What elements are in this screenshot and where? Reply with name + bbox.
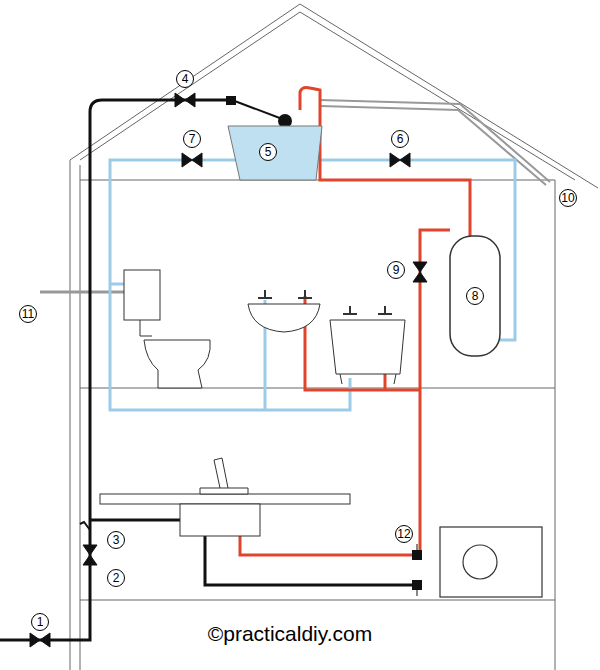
gate-valve xyxy=(30,93,427,647)
cold-feed-pipe xyxy=(110,160,350,410)
appliance-valve xyxy=(412,550,422,560)
flush-pipe xyxy=(140,320,152,336)
callout-number: 5 xyxy=(259,143,277,161)
ball-valve xyxy=(226,96,236,105)
gate-valve xyxy=(182,153,202,167)
basin-tap xyxy=(258,290,312,298)
appliance-valve xyxy=(412,544,422,596)
wall-line xyxy=(80,165,81,670)
callout-number: 7 xyxy=(183,130,201,148)
kitchen-sink xyxy=(100,458,350,536)
bath-tub xyxy=(330,320,405,374)
stop-valve xyxy=(30,633,50,647)
worktop xyxy=(100,494,350,504)
callout-number: 1 xyxy=(31,613,49,631)
mains-pipe xyxy=(0,100,232,640)
machine-door xyxy=(463,545,497,579)
drain-cock xyxy=(80,522,90,530)
appliance-valve xyxy=(412,580,422,590)
wall-line xyxy=(70,160,71,670)
callout-number: 3 xyxy=(107,531,125,549)
valve-handle xyxy=(417,544,418,596)
gate-valve xyxy=(390,153,410,167)
machine-body xyxy=(440,527,542,597)
callout-number: 8 xyxy=(466,287,484,305)
callout-number: 10 xyxy=(559,189,577,207)
hot-vent-pipe xyxy=(300,88,470,237)
callout-number: 12 xyxy=(395,525,413,543)
wall-line xyxy=(555,180,556,670)
gate-valve xyxy=(413,262,427,282)
callout-number: 11 xyxy=(19,305,37,323)
wash-basin xyxy=(248,290,320,332)
callout-number: 2 xyxy=(107,569,125,587)
toilet xyxy=(124,270,210,388)
overflow-pipe xyxy=(320,106,546,185)
basin-bowl xyxy=(248,304,320,332)
floor-line xyxy=(80,388,555,389)
gate-valve xyxy=(175,93,195,107)
hot-pipe xyxy=(305,296,420,390)
bath-tap xyxy=(343,306,392,314)
washing-machine xyxy=(440,527,542,597)
house-outline xyxy=(70,4,598,670)
copyright-notice: ©practicaldiy.com xyxy=(206,622,374,646)
callout-number: 4 xyxy=(176,70,194,88)
cold-water-tank xyxy=(228,126,322,180)
hot-pipe xyxy=(240,88,470,556)
toilet-pan xyxy=(144,340,210,388)
mixer-tap xyxy=(200,458,248,494)
drain-valve xyxy=(83,545,97,565)
bath xyxy=(330,306,405,384)
callout-number: 6 xyxy=(391,130,409,148)
callout-number: 9 xyxy=(387,261,405,279)
floor-line xyxy=(80,180,555,181)
mains-pipe xyxy=(0,100,420,640)
bath-feet xyxy=(340,374,396,384)
cold-feed-pipe xyxy=(110,160,515,410)
floor-line xyxy=(80,600,555,601)
sink-bowl xyxy=(180,504,260,536)
float-arm xyxy=(232,100,285,120)
toilet-cistern xyxy=(124,270,160,320)
roof-line xyxy=(80,12,575,180)
hot-water-cylinder xyxy=(450,236,500,356)
